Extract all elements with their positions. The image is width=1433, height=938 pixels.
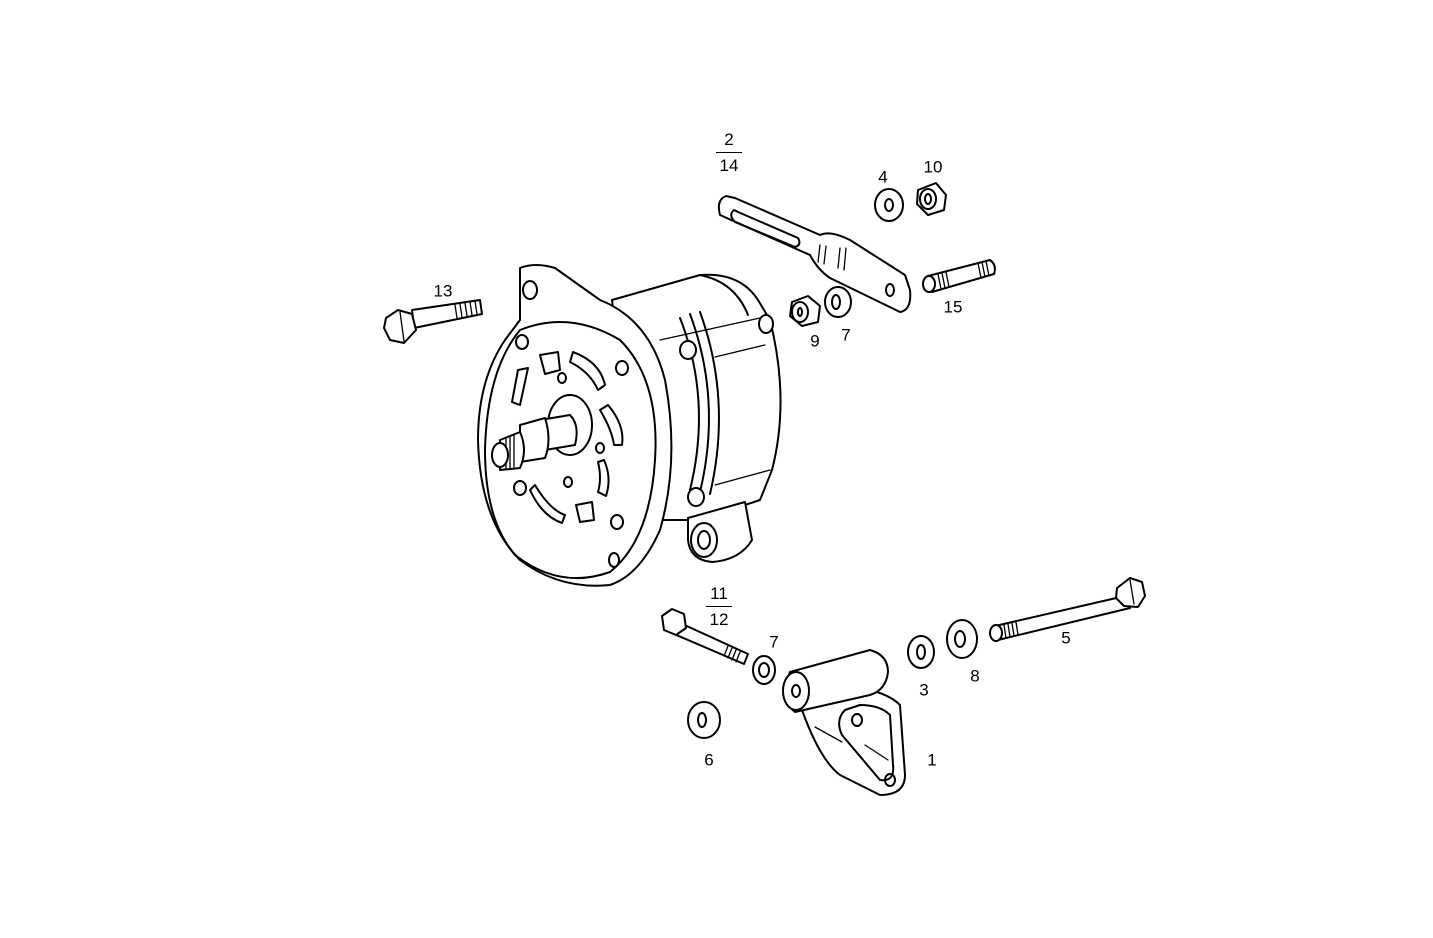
callout-2: 2: [724, 130, 734, 149]
hex-bolt-13: [383, 299, 483, 344]
fraction-bar: [706, 606, 732, 607]
callout-14: 14: [719, 156, 739, 175]
stud-15: [922, 259, 996, 293]
washer-3: [907, 635, 935, 669]
adjusting-strap-2-14: [717, 195, 912, 313]
callout-13: 13: [433, 281, 453, 301]
callout-11: 11: [710, 584, 728, 603]
lower-bracket-1: [782, 649, 906, 796]
lock-washer-7-lower: [752, 655, 776, 685]
bolt-11-12: [661, 608, 749, 665]
nut-10: [916, 182, 947, 216]
callout-12: 12: [709, 610, 729, 629]
fraction-bar: [716, 152, 742, 153]
callout-1: 1: [927, 750, 937, 770]
alternator: [477, 264, 782, 587]
callout-2-14: 2 14: [716, 131, 742, 174]
callout-8: 8: [970, 666, 980, 686]
washer-4: [874, 188, 904, 222]
callout-7-upper: 7: [841, 325, 851, 345]
callout-4: 4: [878, 167, 888, 187]
long-bolt-5: [989, 577, 1146, 642]
callout-5: 5: [1061, 628, 1071, 648]
callout-9: 9: [810, 331, 820, 351]
callout-11-12: 11 12: [706, 585, 732, 628]
callout-3: 3: [919, 680, 929, 700]
callout-10: 10: [923, 157, 943, 177]
callout-6: 6: [704, 750, 714, 770]
nut-9: [789, 295, 821, 327]
washer-6: [687, 701, 721, 739]
callout-7-lower: 7: [769, 632, 779, 652]
washer-8: [946, 619, 978, 659]
washer-7-upper: [824, 286, 852, 318]
callout-15: 15: [943, 297, 963, 317]
